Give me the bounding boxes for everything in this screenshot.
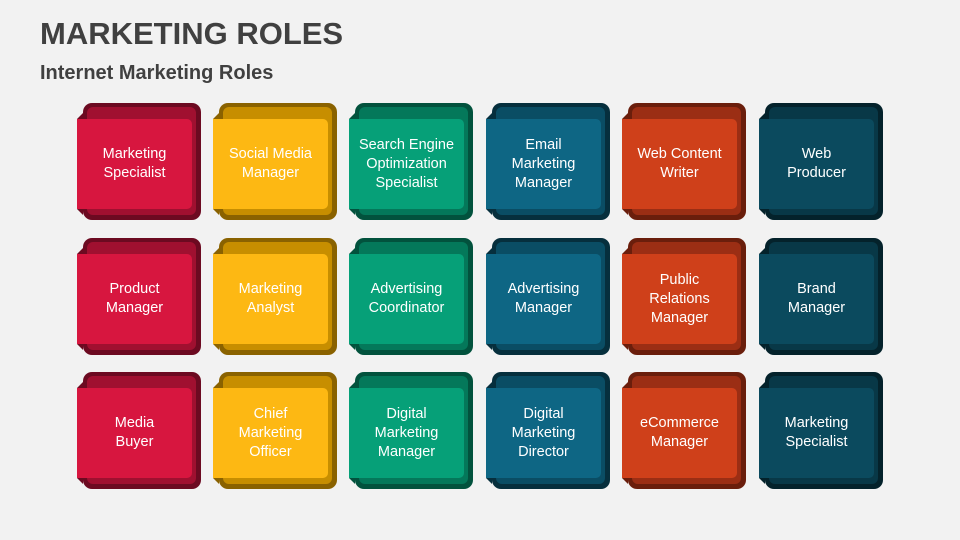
tile-fold-top: [349, 113, 355, 119]
tile-fold-bottom: [77, 209, 83, 215]
tile-fold-top: [486, 248, 492, 254]
tile-fold-bottom: [759, 478, 765, 484]
role-tile: Marketing Specialist: [759, 372, 883, 489]
role-tile: Public Relations Manager: [622, 238, 746, 355]
tile-fold-top: [759, 113, 765, 119]
tile-fold-top: [622, 113, 628, 119]
role-label: Marketing Specialist: [77, 119, 192, 209]
tile-fold-bottom: [486, 209, 492, 215]
tile-fold-top: [213, 382, 219, 388]
role-tile: Media Buyer: [77, 372, 201, 489]
role-label: Advertising Coordinator: [349, 254, 464, 344]
tile-fold-bottom: [486, 344, 492, 350]
role-label: Media Buyer: [77, 388, 192, 478]
tile-fold-bottom: [213, 478, 219, 484]
role-tile: Brand Manager: [759, 238, 883, 355]
role-tile: Chief Marketing Officer: [213, 372, 337, 489]
tile-fold-top: [622, 248, 628, 254]
tile-fold-top: [77, 113, 83, 119]
tile-fold-top: [213, 248, 219, 254]
role-tile: Digital Marketing Manager: [349, 372, 473, 489]
tile-fold-bottom: [622, 344, 628, 350]
role-tile: Product Manager: [77, 238, 201, 355]
tile-fold-bottom: [77, 478, 83, 484]
role-label: Web Producer: [759, 119, 874, 209]
role-label: Advertising Manager: [486, 254, 601, 344]
tile-fold-bottom: [349, 478, 355, 484]
tile-fold-top: [349, 248, 355, 254]
role-tile: Advertising Coordinator: [349, 238, 473, 355]
role-label: Brand Manager: [759, 254, 874, 344]
tile-fold-top: [759, 248, 765, 254]
role-tile: Marketing Specialist: [77, 103, 201, 220]
role-label: Social Media Manager: [213, 119, 328, 209]
tile-fold-top: [213, 113, 219, 119]
page-title: MARKETING ROLES: [40, 16, 344, 51]
role-label: Marketing Analyst: [213, 254, 328, 344]
tile-fold-bottom: [622, 478, 628, 484]
role-tile: Web Content Writer: [622, 103, 746, 220]
tile-fold-top: [77, 248, 83, 254]
role-label: Marketing Specialist: [759, 388, 874, 478]
role-label: Chief Marketing Officer: [213, 388, 328, 478]
tile-fold-top: [486, 113, 492, 119]
tile-fold-bottom: [213, 344, 219, 350]
tile-fold-bottom: [349, 209, 355, 215]
tile-fold-top: [349, 382, 355, 388]
role-tile: Email Marketing Manager: [486, 103, 610, 220]
page-subtitle: Internet Marketing Roles: [40, 62, 274, 84]
role-tile: Marketing Analyst: [213, 238, 337, 355]
role-tile: Digital Marketing Director: [486, 372, 610, 489]
tile-fold-bottom: [349, 344, 355, 350]
role-tile: Web Producer: [759, 103, 883, 220]
role-label: Digital Marketing Manager: [349, 388, 464, 478]
role-label: Search Engine Optimization Specialist: [349, 119, 464, 209]
tile-fold-bottom: [77, 344, 83, 350]
tile-fold-top: [77, 382, 83, 388]
role-label: Email Marketing Manager: [486, 119, 601, 209]
tile-fold-bottom: [213, 209, 219, 215]
tile-fold-bottom: [486, 478, 492, 484]
tile-fold-top: [622, 382, 628, 388]
role-label: Product Manager: [77, 254, 192, 344]
role-label: eCommerce Manager: [622, 388, 737, 478]
tile-fold-bottom: [759, 344, 765, 350]
role-tile: eCommerce Manager: [622, 372, 746, 489]
role-label: Public Relations Manager: [622, 254, 737, 344]
role-tile: Advertising Manager: [486, 238, 610, 355]
tile-fold-bottom: [759, 209, 765, 215]
role-label: Web Content Writer: [622, 119, 737, 209]
tile-fold-bottom: [622, 209, 628, 215]
role-tile: Social Media Manager: [213, 103, 337, 220]
role-tile: Search Engine Optimization Specialist: [349, 103, 473, 220]
tile-fold-top: [759, 382, 765, 388]
role-label: Digital Marketing Director: [486, 388, 601, 478]
tile-fold-top: [486, 382, 492, 388]
